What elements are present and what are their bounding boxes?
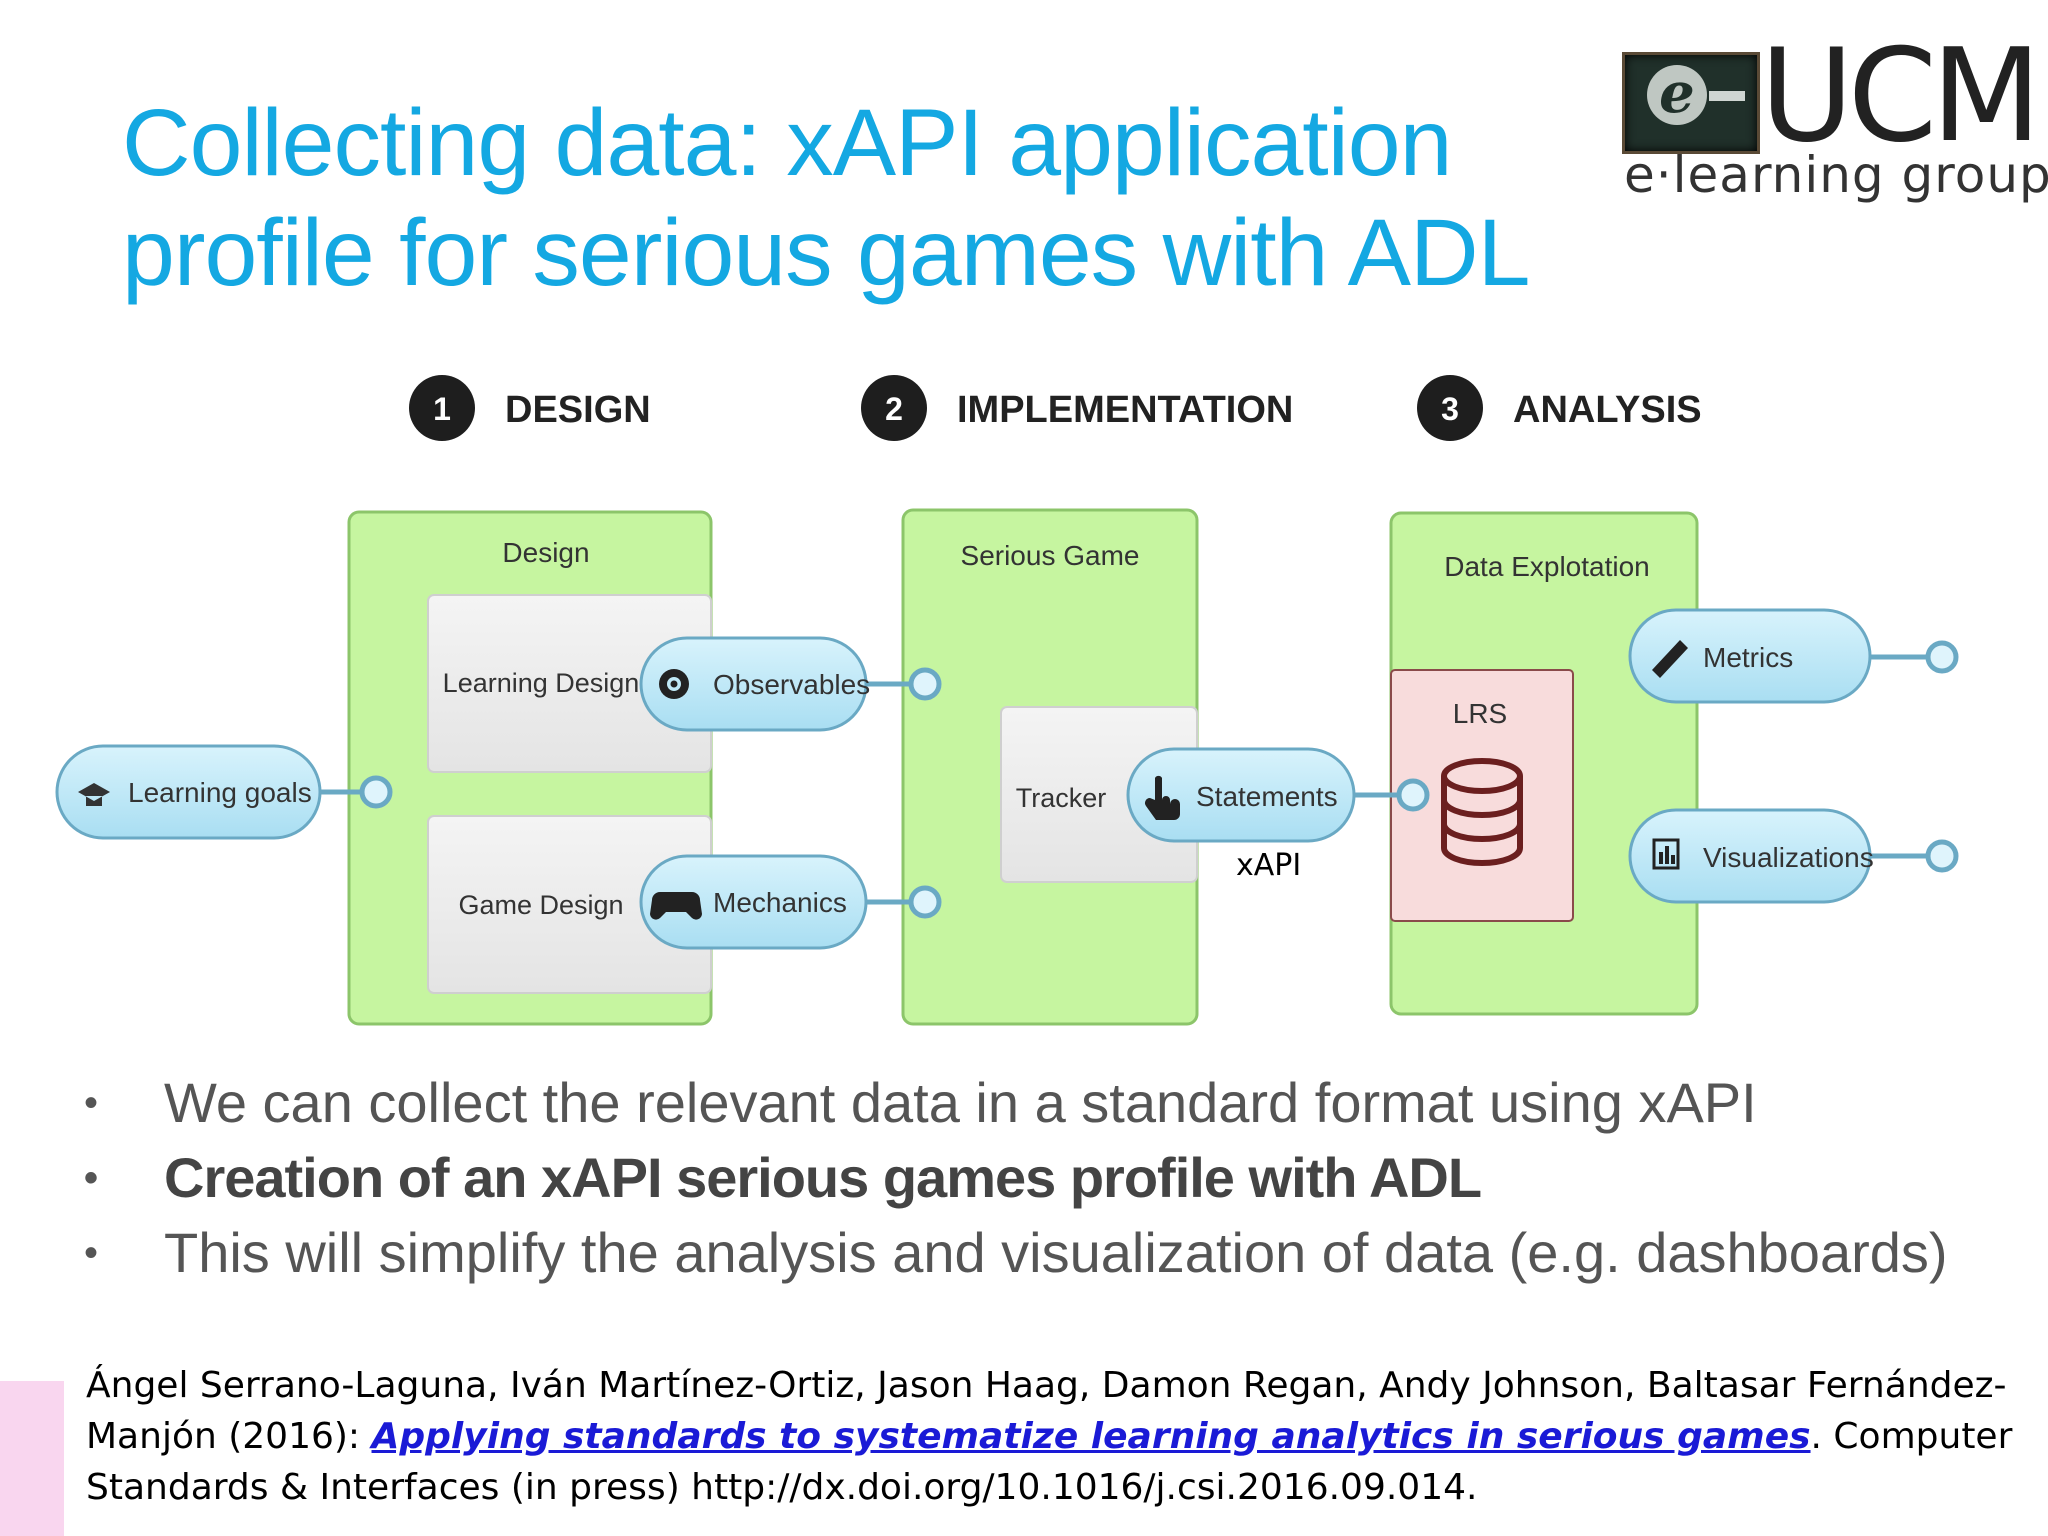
bullet-dot: •	[84, 1231, 99, 1275]
learning-goals-node: Learning goals	[55, 744, 322, 840]
stage-number: 2	[885, 391, 903, 427]
bullet-text: We can collect the relevant data in a st…	[164, 1071, 1757, 1134]
reference-link[interactable]: Applying standards to systematize learni…	[371, 1416, 1811, 1457]
logo-mark: e	[1647, 65, 1707, 125]
logo-dash	[1709, 91, 1745, 101]
slide-title: Collecting data: xAPI application profil…	[122, 88, 1572, 308]
stage-implementation: 2 IMPLEMENTATION	[861, 375, 1293, 441]
statements-node: Statements	[1126, 747, 1356, 843]
hand-pointer-icon	[1144, 775, 1180, 820]
metrics-node: Metrics	[1628, 608, 1872, 704]
serious-game-label: Serious Game	[961, 540, 1140, 571]
reference-citation: Ángel Serrano-Laguna, Iván Martínez-Orti…	[86, 1360, 2036, 1513]
xapi-pipeline-diagram: 1 DESIGN 2 IMPLEMENTATION 3 ANALYSIS Des…	[55, 375, 1959, 1026]
stage-analysis: 3 ANALYSIS	[1417, 375, 1702, 441]
metrics-label: Metrics	[1703, 642, 1793, 673]
bullet-dot: •	[84, 1081, 99, 1125]
observables-node: Observables	[639, 636, 870, 732]
learning-goals-label: Learning goals	[128, 777, 312, 808]
ruler-icon	[1652, 640, 1688, 678]
bullet-dot: •	[84, 1156, 98, 1200]
statements-label: Statements	[1196, 781, 1338, 812]
bullet-item: • This will simplify the analysis and vis…	[80, 1222, 1980, 1284]
stage-label: DESIGN	[505, 389, 651, 431]
data-exploitation-label: Data Explotation	[1444, 551, 1649, 582]
bullet-text: This will simplify the analysis and visu…	[164, 1221, 1948, 1284]
stage-number-badge	[1417, 375, 1483, 441]
stage-design: 1 DESIGN	[409, 375, 651, 441]
xapi-label: xAPI	[1236, 848, 1301, 883]
stage-number-badge	[409, 375, 475, 441]
bullet-text: Creation of an xAPI serious games profil…	[164, 1146, 1482, 1209]
bullet-list: • We can collect the relevant data in a s…	[80, 1072, 1980, 1297]
mechanics-label: Mechanics	[713, 887, 847, 918]
title-line-2: profile for serious games with ADL	[122, 200, 1530, 306]
ucm-logo: e UCM e·learning group	[1620, 32, 2048, 208]
logo-subtitle: e·learning group	[1624, 146, 2048, 204]
decorative-bar	[0, 1381, 64, 1536]
learning-design-label: Learning Design	[443, 668, 640, 698]
reference-rest: . Computer Standards & Interfaces (in pr…	[86, 1416, 2013, 1508]
reference-authors: Ángel Serrano-Laguna, Iván Martínez-Orti…	[86, 1365, 2007, 1457]
stage-number: 1	[433, 391, 451, 427]
lrs-label: LRS	[1453, 698, 1507, 729]
stage-number: 3	[1441, 391, 1459, 427]
title-line-1: Collecting data: xAPI application	[122, 90, 1452, 196]
stage-label: ANALYSIS	[1513, 389, 1702, 431]
graduation-cap-icon	[78, 783, 110, 806]
stage-number-badge	[861, 375, 927, 441]
database-icon	[1441, 758, 1523, 866]
mechanics-node: Mechanics	[639, 854, 868, 950]
connectors	[320, 640, 1959, 919]
design-box-label: Design	[502, 537, 589, 568]
bullet-item: • We can collect the relevant data in a s…	[80, 1072, 1980, 1134]
chart-icon	[1652, 838, 1680, 870]
stage-label: IMPLEMENTATION	[957, 389, 1293, 431]
chalkboard-icon: e	[1622, 52, 1760, 154]
bullet-item: • Creation of an xAPI serious games profi…	[80, 1147, 1980, 1209]
game-design-label: Game Design	[458, 890, 623, 920]
visualizations-label: Visualizations	[1703, 842, 1874, 873]
logo-name: UCM	[1760, 22, 2041, 171]
tracker-label: Tracker	[1016, 783, 1107, 813]
visualizations-node: Visualizations	[1628, 808, 1874, 904]
observables-label: Observables	[713, 669, 870, 700]
gamepad-icon	[650, 892, 702, 920]
